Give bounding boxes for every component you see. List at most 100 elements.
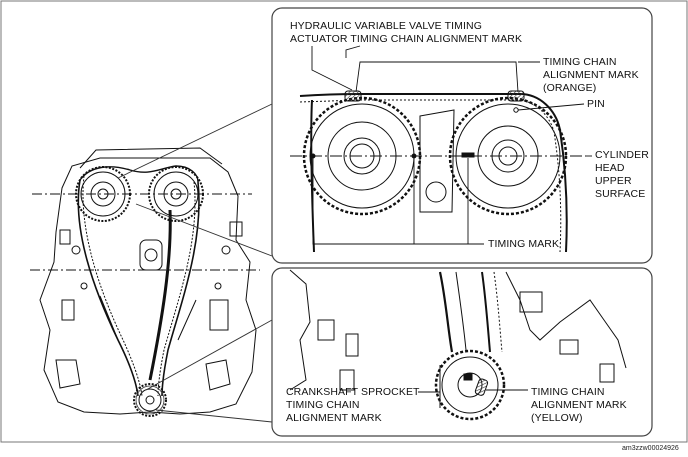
exhaust-sprocket-rim: [455, 103, 561, 209]
lower-inset-drawing: [289, 269, 627, 421]
label-pin: PIN: [587, 98, 605, 110]
label-crank-2: TIMING CHAIN: [286, 399, 360, 411]
cam-sprocket-right-bolt: [170, 188, 182, 200]
head-casting-hole: [425, 181, 447, 203]
leader-hvvt-top: [345, 45, 361, 58]
label-crank-3: ALIGNMENT MARK: [286, 412, 382, 424]
timing-mark-leader-left: [312, 158, 484, 245]
leader-hvvt: [311, 46, 353, 91]
label-cylinder-2: HEAD: [595, 162, 625, 174]
lower-boss-left-3: [339, 369, 355, 391]
leader-chain-marks: [355, 61, 519, 93]
head-cover-line: [79, 147, 223, 169]
lower-chain-right-links: [493, 271, 503, 353]
block-ribs: [99, 295, 197, 341]
upper-inset-frame: [271, 7, 653, 264]
lower-casting-right: [505, 271, 627, 369]
block-boss-2: [209, 299, 229, 331]
cam-sprocket-right-hub: [163, 181, 189, 207]
block-hole-2: [221, 245, 231, 255]
tensioner: [139, 239, 163, 271]
lower-boss-right-3: [599, 363, 615, 383]
label-timing-mark: TIMING MARK: [488, 238, 560, 250]
callout-upper-1: [117, 103, 273, 179]
lower-crank-rim: [441, 356, 499, 414]
timing-mark-mid: [411, 153, 417, 159]
crank-sprocket-hub: [145, 395, 155, 405]
upper-chain-links: [299, 99, 562, 253]
lower-boss-right-1: [519, 291, 543, 313]
cam-sprocket-right: [153, 171, 199, 217]
engine-overview: [30, 147, 260, 417]
timing-chain-right-links: [157, 181, 196, 397]
lower-boss-left-1: [317, 319, 335, 341]
crank-sprocket-teeth: [133, 383, 167, 417]
lower-boss-right-2: [559, 339, 579, 355]
block-rib-2: [229, 221, 243, 237]
cam-sprocket-right-teeth: [148, 166, 204, 222]
label-hvvt-line2: ACTUATOR TIMING CHAIN ALIGNMENT MARK: [290, 33, 523, 45]
crank-sprocket: [138, 388, 162, 412]
block-boss-3: [55, 359, 81, 389]
label-yellow-1: TIMING CHAIN: [531, 386, 605, 398]
lower-leaders: [418, 389, 528, 393]
timing-chain-left-run: [77, 179, 139, 397]
callout-lower-2: [155, 409, 273, 423]
yellow-chain-mark: [474, 378, 489, 396]
callout-lines: [117, 103, 273, 423]
lower-chain-right: [481, 271, 491, 353]
outer-frame: [0, 0, 688, 443]
leader-pin: [517, 103, 585, 111]
block-boss-4: [205, 359, 231, 391]
label-orange-2: ALIGNMENT MARK: [543, 69, 639, 81]
lower-crank-key: [463, 373, 473, 381]
callout-lower-1: [145, 319, 273, 391]
label-cylinder-1: CYLINDER: [595, 149, 649, 161]
upper-leaders: [311, 45, 592, 157]
upper-chain: [299, 93, 568, 253]
timing-chain-left-links: [82, 175, 143, 397]
exhaust-hub-inner: [498, 146, 518, 166]
exhaust-hub-outer: [491, 139, 525, 173]
lower-guide-inner: [455, 271, 467, 351]
timing-mark-right: [461, 152, 475, 158]
orange-chain-mark: [507, 90, 525, 102]
block-hole-1: [71, 245, 81, 255]
hvvt-sprocket-body: [327, 121, 397, 191]
cam-sprocket-left-bolt: [97, 188, 109, 200]
label-orange-1: TIMING CHAIN: [543, 56, 617, 68]
label-hvvt-line1: HYDRAULIC VARIABLE VALVE TIMING: [290, 20, 482, 32]
upper-inset-drawing: [290, 93, 586, 253]
cam-sprocket-left-hub: [90, 181, 116, 207]
lower-guide: [438, 271, 454, 353]
cam-sprocket-left: [80, 171, 126, 217]
callout-lower-circle: [135, 385, 165, 415]
label-cylinder-4: SURFACE: [595, 188, 646, 200]
engine-block-outline: [39, 157, 257, 415]
hvvt-hub-inner: [349, 143, 375, 169]
label-orange-3: (ORANGE): [543, 82, 597, 94]
block-hole-3: [80, 282, 88, 290]
block-rib-1: [59, 229, 71, 245]
block-boss-1: [61, 299, 75, 321]
callout-upper-2: [135, 203, 273, 257]
chain-guide: [148, 209, 172, 381]
label-cylinder-3: UPPER: [595, 175, 632, 187]
block-hole-4: [214, 282, 222, 290]
exhaust-sprocket-body: [477, 125, 539, 187]
hvvt-chain-mark: [344, 90, 362, 102]
lower-casting-left: [289, 269, 311, 391]
tensioner-plunger: [144, 248, 158, 262]
lower-boss-left-2: [345, 333, 359, 357]
hvvt-hub-outer: [343, 137, 381, 175]
timing-mark-left: [310, 153, 316, 159]
head-casting-middle: [419, 109, 455, 213]
figure-code: am3zzw00024926: [622, 445, 679, 452]
label-crank-1: CRANKSHAFT SPROCKET: [286, 386, 420, 398]
label-yellow-2: ALIGNMENT MARK: [531, 399, 627, 411]
timing-chain-top: [79, 165, 199, 183]
lower-crank-teeth: [434, 349, 506, 421]
label-yellow-3: (YELLOW): [531, 412, 583, 424]
